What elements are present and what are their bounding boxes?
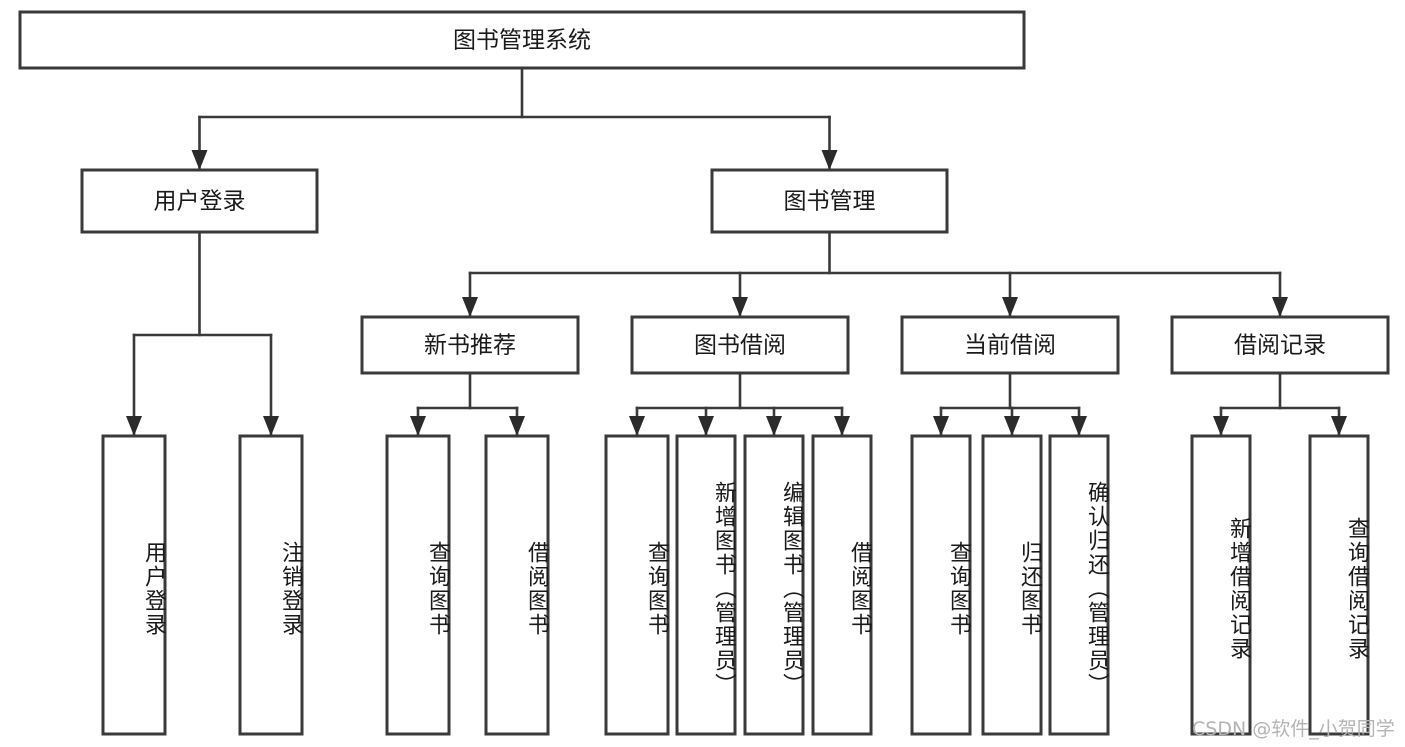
- leaf-node-2[interactable]: [385, 434, 451, 736]
- leaf-node-4[interactable]: [604, 434, 670, 736]
- level3-node-3[interactable]: [1170, 315, 1390, 375]
- leaf-node-12[interactable]: [1308, 434, 1370, 736]
- leaf-node-11[interactable]: [1190, 434, 1252, 736]
- arrow-head-icon: [1071, 416, 1087, 436]
- level3-node-2[interactable]: [900, 315, 1120, 375]
- leaf-node-1[interactable]: [238, 434, 304, 736]
- level3-node-0[interactable]: [360, 315, 580, 375]
- arrow-head-icon: [509, 416, 525, 436]
- arrow-head-icon: [821, 150, 838, 170]
- leaf-node-7[interactable]: [811, 434, 873, 736]
- arrow-head-icon: [732, 297, 748, 317]
- level3-node-1-label: 图书借阅: [694, 333, 786, 359]
- arrow-head-icon: [191, 150, 208, 170]
- level2-node-0-label: 用户登录: [154, 189, 246, 215]
- arrow-head-icon: [410, 416, 426, 436]
- arrow-head-icon: [1213, 416, 1229, 436]
- arrow-head-icon: [933, 416, 949, 436]
- leaf-node-8[interactable]: [910, 434, 972, 736]
- arrow-head-icon: [834, 416, 850, 436]
- arrow-head-icon: [1331, 416, 1347, 436]
- arrow-head-icon: [698, 416, 714, 436]
- arrow-head-icon: [1272, 297, 1288, 317]
- arrow-head-icon: [629, 416, 645, 436]
- leaf-node-0[interactable]: [101, 434, 167, 736]
- root-node-label: 图书管理系统: [453, 28, 591, 54]
- level3-node-3-label: 借阅记录: [1234, 333, 1326, 359]
- arrow-head-icon: [263, 416, 279, 436]
- level3-node-0-label: 新书推荐: [424, 333, 516, 359]
- connectors-layer: [126, 66, 1347, 437]
- arrow-head-icon: [1004, 416, 1020, 436]
- leaf-node-6[interactable]: [743, 434, 805, 736]
- level2-node-1[interactable]: [710, 168, 949, 234]
- arrow-head-icon: [462, 297, 478, 317]
- level3-node-2-label: 当前借阅: [964, 333, 1056, 359]
- arrow-head-icon: [126, 416, 142, 436]
- watermark-text: CSDN @软件_小贺同学: [1192, 718, 1395, 740]
- leaf-node-10[interactable]: [1048, 434, 1110, 736]
- leaf-node-9[interactable]: [981, 434, 1043, 736]
- leaf-node-3[interactable]: [484, 434, 550, 736]
- level3-node-1[interactable]: [630, 315, 850, 375]
- root-node[interactable]: [18, 10, 1026, 70]
- level2-node-0[interactable]: [80, 168, 319, 234]
- boxes-layer: [18, 10, 1390, 736]
- leaf-node-5[interactable]: [675, 434, 737, 736]
- level2-node-1-label: 图书管理: [784, 189, 876, 215]
- arrow-head-icon: [1002, 297, 1018, 317]
- arrow-head-icon: [766, 416, 782, 436]
